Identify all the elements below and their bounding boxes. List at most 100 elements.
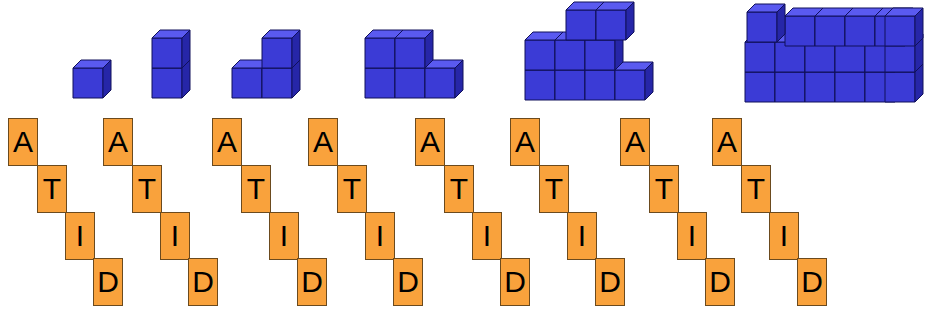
letter-box: T: [539, 165, 569, 213]
cube-face: [425, 30, 433, 68]
cube-face: [566, 10, 596, 40]
cube-face: [777, 4, 785, 42]
letter-box: D: [705, 258, 735, 306]
letter-box: A: [620, 118, 650, 166]
cube-face: [747, 12, 777, 42]
letter-box: D: [93, 258, 123, 306]
cube-face: [292, 30, 300, 68]
cube-face: [596, 10, 626, 40]
cube-face: [152, 38, 182, 68]
cube-face: [152, 68, 182, 98]
letter-box: T: [444, 165, 474, 213]
letter-label: T: [747, 174, 765, 204]
letter-box: A: [712, 118, 742, 166]
letter-box: A: [510, 118, 540, 166]
letter-box: T: [37, 165, 67, 213]
cube-face: [615, 70, 645, 100]
cube-face: [73, 68, 103, 98]
letter-box: T: [337, 165, 367, 213]
cube-face: [915, 8, 923, 46]
cube-face: [585, 40, 615, 70]
letter-label: A: [717, 127, 737, 157]
letter-label: A: [420, 127, 440, 157]
letter-box: I: [269, 212, 299, 260]
cube-face: [525, 70, 555, 100]
cube-face: [232, 68, 262, 98]
letter-label: T: [343, 174, 361, 204]
letter-label: T: [450, 174, 468, 204]
letter-box: I: [677, 212, 707, 260]
letter-box: D: [500, 258, 530, 306]
letter-label: T: [247, 174, 265, 204]
cube-face: [815, 16, 845, 46]
letter-label: T: [138, 174, 156, 204]
letter-box: T: [241, 165, 271, 213]
cube-face: [885, 16, 915, 46]
letter-box: I: [472, 212, 502, 260]
letter-label: T: [655, 174, 673, 204]
letter-label: D: [192, 267, 214, 297]
cube-face: [555, 40, 585, 70]
letter-label: D: [801, 267, 823, 297]
letter-box: D: [797, 258, 827, 306]
cube-face: [365, 68, 395, 98]
letter-label: A: [313, 127, 333, 157]
letter-label: D: [97, 267, 119, 297]
cube-face: [745, 42, 775, 72]
letter-label: T: [545, 174, 563, 204]
letter-label: A: [13, 127, 33, 157]
cube-face: [845, 16, 875, 46]
letter-label: I: [171, 221, 179, 251]
cube-face: [262, 68, 292, 98]
cube-face: [262, 38, 292, 68]
cube-face: [885, 72, 915, 102]
letter-label: A: [515, 127, 535, 157]
cube-face: [395, 38, 425, 68]
letter-label: I: [76, 221, 84, 251]
letter-box: I: [65, 212, 95, 260]
letter-box: A: [308, 118, 338, 166]
letter-box: T: [741, 165, 771, 213]
cube-face: [182, 30, 190, 68]
cube-face: [103, 60, 111, 98]
letter-label: T: [43, 174, 61, 204]
cube-face: [835, 72, 865, 102]
letter-box: D: [297, 258, 327, 306]
letter-box: T: [132, 165, 162, 213]
letter-label: I: [280, 221, 288, 251]
cube-face: [745, 72, 775, 102]
cube-face: [626, 2, 634, 40]
letter-box: I: [160, 212, 190, 260]
letter-label: A: [625, 127, 645, 157]
letter-box: A: [415, 118, 445, 166]
cube-face: [425, 68, 455, 98]
letter-box: D: [595, 258, 625, 306]
letter-box: A: [8, 118, 38, 166]
letter-label: I: [578, 221, 586, 251]
cube-face: [365, 38, 395, 68]
letter-label: D: [504, 267, 526, 297]
cube-face: [555, 70, 585, 100]
letter-box: I: [567, 212, 597, 260]
letter-label: D: [301, 267, 323, 297]
letter-label: I: [688, 221, 696, 251]
letter-label: A: [108, 127, 128, 157]
cube-face: [645, 62, 653, 100]
letter-label: I: [376, 221, 384, 251]
letter-box: I: [365, 212, 395, 260]
cube-face: [775, 72, 805, 102]
cube-face: [395, 68, 425, 98]
cube-face: [455, 60, 463, 98]
letter-box: T: [649, 165, 679, 213]
cube-face: [525, 40, 555, 70]
letter-box: I: [769, 212, 799, 260]
cube-face: [785, 16, 815, 46]
cube-face: [805, 72, 835, 102]
letter-box: D: [393, 258, 423, 306]
letter-label: D: [397, 267, 419, 297]
letter-label: I: [780, 221, 788, 251]
cube-face: [585, 70, 615, 100]
letter-label: I: [483, 221, 491, 251]
letter-label: A: [217, 127, 237, 157]
